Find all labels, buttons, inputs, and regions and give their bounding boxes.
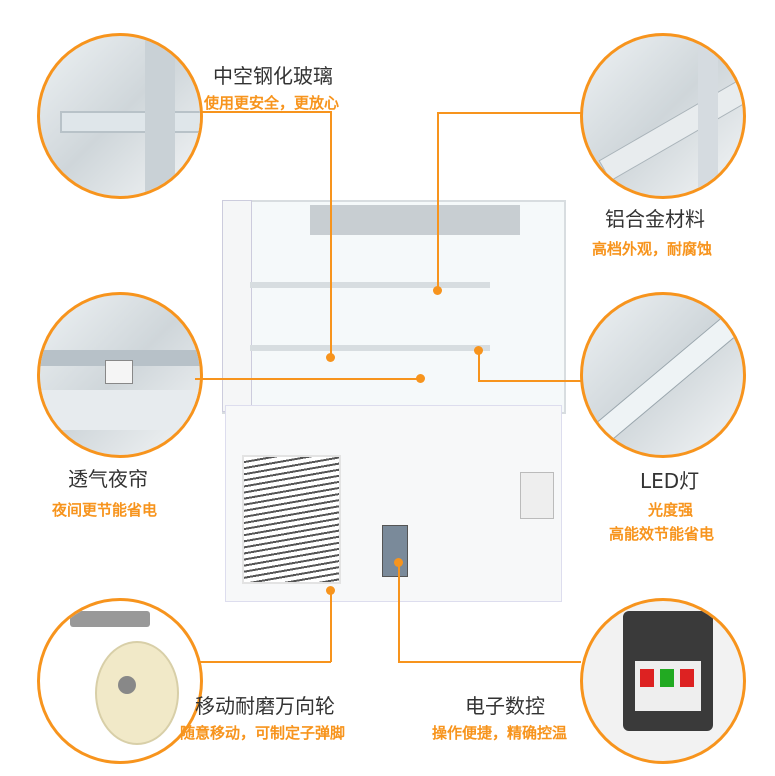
aluminum-detail-image: [580, 33, 746, 199]
feature-subtitle-control: 操作便捷，精确控温: [432, 724, 568, 742]
feature-subtitle-curtain: 夜间更节能省电: [52, 501, 158, 519]
feature-subtitle-glass: 使用更安全，更放心: [204, 94, 340, 112]
feature-subtitle-caster: 随意移动，可制定子弹脚: [180, 724, 346, 742]
feature-subtitle-aluminum: 高档外观，耐腐蚀: [592, 240, 713, 258]
feature-title-control: 电子数控: [465, 694, 545, 718]
curtain-detail-image: [37, 292, 203, 458]
caster-wheel-image: [37, 598, 203, 764]
feature-subtitle-led: 光度强: [648, 501, 694, 519]
feature-title-glass: 中空钢化玻璃: [213, 64, 333, 88]
feature-title-led: LED灯: [640, 469, 700, 493]
led-detail-image: [580, 292, 746, 458]
feature-title-curtain: 透气夜帘: [68, 467, 148, 491]
feature-title-aluminum: 铝合金材料: [605, 207, 705, 231]
feature-title-caster: 移动耐磨万向轮: [195, 694, 335, 718]
feature-subtitle-led-2: 高能效节能省电: [609, 525, 715, 543]
glass-detail-image: [37, 33, 203, 199]
controller-panel-image: [580, 598, 746, 764]
